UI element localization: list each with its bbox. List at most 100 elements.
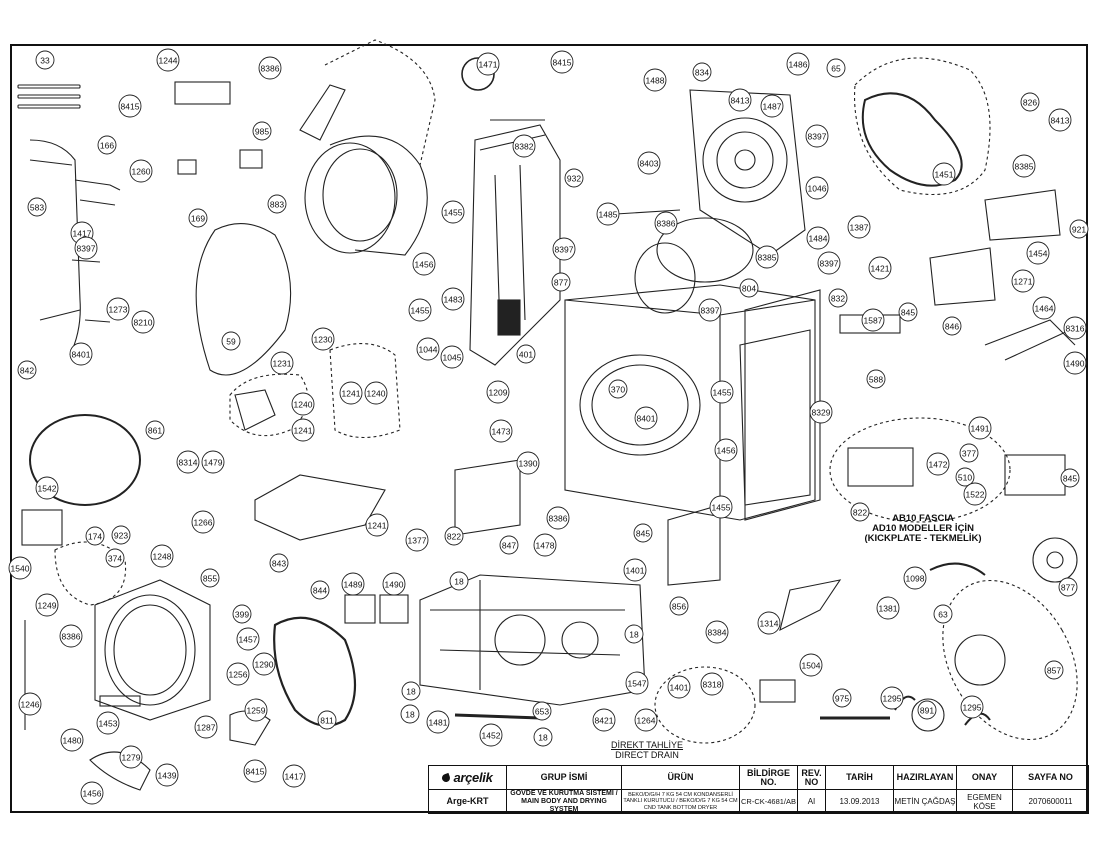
callout-1464: 1464 bbox=[1032, 296, 1056, 320]
callout-bubble bbox=[880, 686, 904, 710]
callout-bubble bbox=[252, 652, 276, 676]
callout-bubble bbox=[310, 580, 330, 600]
callout-bubble bbox=[426, 710, 450, 734]
seal-804-drawing bbox=[656, 217, 754, 283]
callout-bubble bbox=[400, 704, 420, 724]
callout-583: 583 bbox=[27, 197, 47, 217]
callout-370: 370 bbox=[608, 379, 628, 399]
callout-1455: 1455 bbox=[710, 380, 734, 404]
callout-number: 174 bbox=[88, 532, 102, 542]
callout-bubble bbox=[200, 568, 220, 588]
callout-number: 975 bbox=[835, 694, 849, 704]
callout-number: 1264 bbox=[637, 716, 656, 726]
callout-number: 1489 bbox=[344, 580, 363, 590]
callout-1490: 1490 bbox=[382, 572, 406, 596]
callout-number: 877 bbox=[554, 278, 568, 288]
callout-1098: 1098 bbox=[903, 566, 927, 590]
direct-drain-note: DİREKT TAHLİYE DIRECT DRAIN bbox=[592, 740, 702, 760]
callout-bubble bbox=[623, 558, 647, 582]
callout-923: 923 bbox=[111, 525, 131, 545]
callout-number: 59 bbox=[226, 337, 236, 347]
callout-1454: 1454 bbox=[1026, 241, 1050, 265]
callout-bubble bbox=[1058, 577, 1078, 597]
callout-bubble bbox=[156, 48, 180, 72]
callout-number: 1273 bbox=[109, 305, 128, 315]
part-1504-drawing bbox=[759, 679, 796, 703]
callout-number: 1456 bbox=[83, 789, 102, 799]
callout-number: 8401 bbox=[72, 350, 91, 360]
callout-bubble bbox=[339, 381, 363, 405]
callout-bubble bbox=[739, 278, 759, 298]
callout-1264: 1264 bbox=[634, 708, 658, 732]
callout-1044: 1044 bbox=[416, 337, 440, 361]
callout-59: 59 bbox=[221, 331, 241, 351]
fascia-note-line1: AB10 FASCIA bbox=[892, 513, 954, 524]
belt-59-drawing bbox=[195, 223, 292, 376]
callout-bubble bbox=[105, 548, 125, 568]
callout-number: 1287 bbox=[197, 723, 216, 733]
callout-1279: 1279 bbox=[119, 745, 143, 769]
callout-bubble bbox=[710, 380, 734, 404]
callout-8329: 8329 bbox=[809, 400, 833, 424]
callout-number: 1455 bbox=[411, 306, 430, 316]
callout-1421: 1421 bbox=[868, 256, 892, 280]
page-value: 2070600011 bbox=[1013, 790, 1089, 814]
callout-number: 8318 bbox=[703, 680, 722, 690]
callout-number: 1417 bbox=[285, 772, 304, 782]
callout-1483: 1483 bbox=[441, 287, 465, 311]
callout-bubble bbox=[963, 482, 987, 506]
callout-number: 861 bbox=[148, 426, 162, 436]
callout-number: 1230 bbox=[314, 335, 333, 345]
callout-number: 1377 bbox=[408, 536, 427, 546]
callout-number: 1401 bbox=[670, 683, 689, 693]
callout-bubble bbox=[608, 379, 628, 399]
callout-number: 846 bbox=[945, 322, 959, 332]
callout-8397: 8397 bbox=[698, 298, 722, 322]
callout-846: 846 bbox=[942, 316, 962, 336]
callout-number: 1483 bbox=[444, 295, 463, 305]
callout-number: 1504 bbox=[802, 661, 821, 671]
callout-1241: 1241 bbox=[291, 418, 315, 442]
brand-logo: arçelik bbox=[429, 766, 507, 790]
callout-number: 8397 bbox=[808, 132, 827, 142]
callout-bubble bbox=[8, 556, 32, 580]
callout-number: 653 bbox=[535, 707, 549, 717]
callout-number: 1421 bbox=[871, 264, 890, 274]
callout-8415: 8415 bbox=[118, 94, 142, 118]
callout-number: 18 bbox=[538, 733, 548, 743]
callout-8401: 8401 bbox=[634, 406, 658, 430]
callout-1240: 1240 bbox=[291, 392, 315, 416]
callout-18: 18 bbox=[400, 704, 420, 724]
callout-18: 18 bbox=[533, 727, 553, 747]
callout-bubble bbox=[270, 351, 294, 375]
callout-bubble bbox=[805, 124, 829, 148]
callout-bubble bbox=[1026, 241, 1050, 265]
callout-399: 399 bbox=[232, 604, 252, 624]
callout-bubble bbox=[291, 418, 315, 442]
part-1098-drawing bbox=[929, 562, 986, 576]
callout-bubble bbox=[552, 237, 576, 261]
callout-18: 18 bbox=[449, 571, 469, 591]
callout-1479: 1479 bbox=[201, 450, 225, 474]
callout-1439: 1439 bbox=[155, 763, 179, 787]
callout-174: 174 bbox=[85, 526, 105, 546]
callout-bubble bbox=[232, 604, 252, 624]
callout-bubble bbox=[60, 728, 84, 752]
callout-bubble bbox=[145, 420, 165, 440]
callout-1455: 1455 bbox=[441, 200, 465, 224]
callout-63: 63 bbox=[933, 604, 953, 624]
callout-bubble bbox=[516, 344, 536, 364]
back-panel-drawing bbox=[469, 124, 561, 366]
callout-653: 653 bbox=[532, 701, 552, 721]
callout-number: 8413 bbox=[1051, 116, 1070, 126]
callout-number: 8397 bbox=[555, 245, 574, 255]
callout-number: 921 bbox=[1072, 225, 1086, 235]
callout-bubble bbox=[267, 194, 287, 214]
header-approve: ONAY bbox=[957, 766, 1013, 790]
callout-bubble bbox=[828, 288, 848, 308]
callout-bubble bbox=[692, 62, 712, 82]
callout-8386: 8386 bbox=[546, 506, 570, 530]
callout-588: 588 bbox=[866, 369, 886, 389]
callout-bubble bbox=[489, 419, 513, 443]
